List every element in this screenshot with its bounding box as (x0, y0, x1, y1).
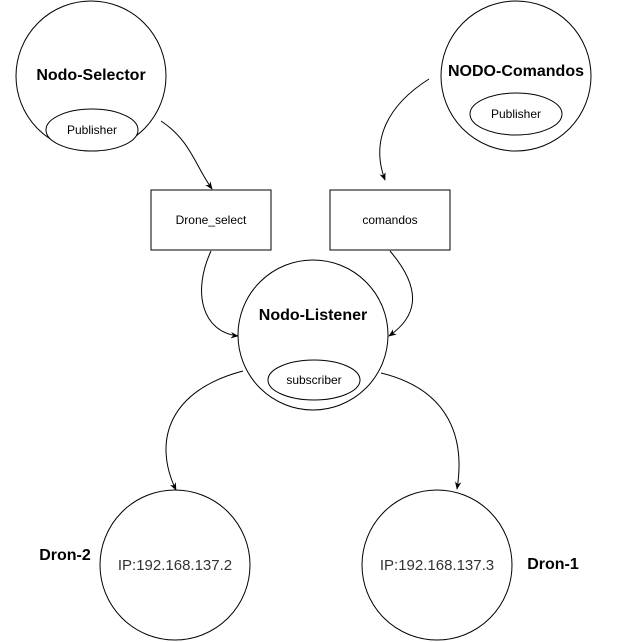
node-dron2: IP:192.168.137.2 Dron-2 (39, 489, 251, 641)
topic-comandos-label: comandos (362, 213, 417, 227)
node-listener: Nodo-Listener subscriber (237, 259, 389, 411)
edge-comandos-to-comandos-topic (379, 78, 430, 181)
node-selector-title: Nodo-Selector (36, 67, 145, 84)
node-dron1-title: Dron-1 (527, 556, 579, 573)
node-dron1-ip: IP:192.168.137.3 (380, 557, 494, 574)
node-selector-role: Publisher (67, 123, 117, 137)
edge-comandos-topic-to-listener (388, 250, 414, 337)
node-dron1: IP:192.168.137.3 Dron-1 (361, 489, 579, 641)
node-selector: Nodo-Selector Publisher (15, 0, 167, 152)
edge-drone-select-to-listener (201, 250, 239, 339)
node-listener-role: subscriber (286, 373, 341, 387)
edge-selector-to-drone-select (160, 120, 213, 190)
node-comandos-role: Publisher (491, 107, 541, 121)
topic-comandos: comandos (329, 189, 451, 251)
node-dron2-ip: IP:192.168.137.2 (118, 557, 232, 574)
topic-drone-select: Drone_select (150, 189, 272, 251)
edge-listener-to-dron2 (165, 370, 244, 491)
edge-listener-to-dron1 (380, 372, 462, 490)
node-listener-title: Nodo-Listener (259, 307, 367, 324)
node-dron2-title: Dron-2 (39, 547, 91, 564)
topic-drone-select-label: Drone_select (176, 213, 247, 227)
node-comandos: NODO-Comandos Publisher (440, 0, 592, 152)
node-comandos-title: NODO-Comandos (448, 63, 584, 80)
